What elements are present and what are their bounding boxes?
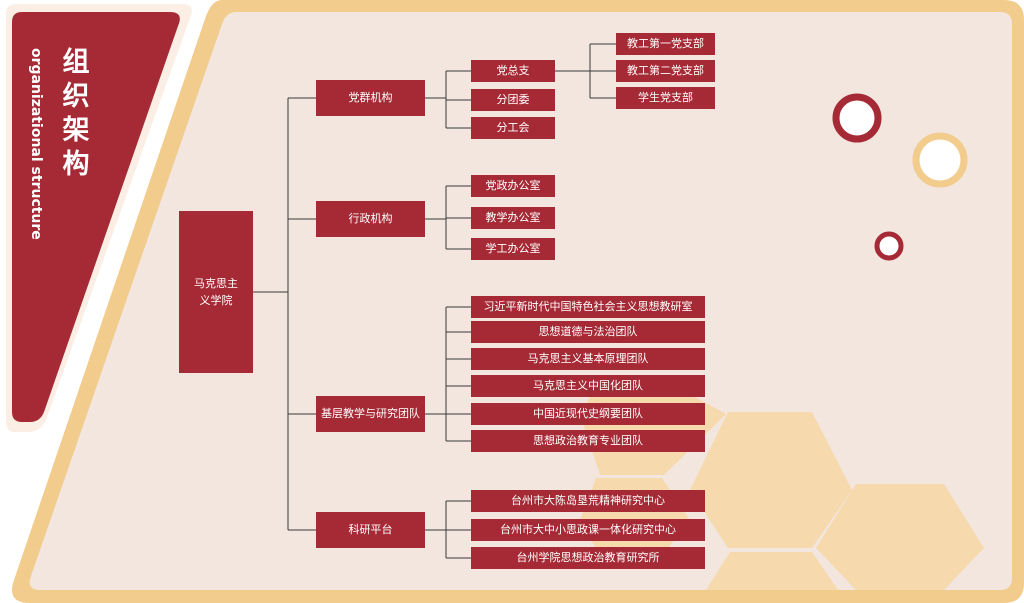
circle-decoration-red-small [874,231,904,261]
node-youth-league-branch: 分团委 [471,89,555,111]
node-platform-education-institute: 台州学院思想政治教育研究所 [471,547,705,569]
node-team-marxism-principles: 马克思主义基本原理团队 [471,348,705,370]
node-teaching-research-teams: 基层教学与研究团队 [316,396,425,432]
node-teaching-office: 教学办公室 [471,207,555,229]
node-platform-dachen-island: 台州市大陈岛垦荒精神研究中心 [471,490,705,512]
title-banner [12,12,180,422]
node-root: 马克思主义学院 [179,211,253,373]
node-team-sinicization: 马克思主义中国化团队 [471,375,705,397]
circle-decoration-red-large [832,93,882,143]
node-party-general-branch: 党总支 [471,60,555,82]
node-team-xi-thought: 习近平新时代中国特色社会主义思想教研室 [471,296,705,318]
node-team-ethics-law: 思想道德与法治团队 [471,321,705,343]
node-platform-integration-center: 台州市大中小思政课一体化研究中心 [471,519,705,541]
node-administrative-institutions: 行政机构 [316,201,425,237]
node-party-admin-office: 党政办公室 [471,175,555,197]
node-staff-party-branch-1: 教工第一党支部 [616,33,715,55]
node-party-institutions: 党群机构 [316,80,425,116]
node-research-platforms: 科研平台 [316,512,425,548]
circle-decoration-gold [912,132,968,188]
node-student-affairs-office: 学工办公室 [471,238,555,260]
node-team-modern-history: 中国近现代史纲要团队 [471,403,705,425]
node-team-political-education: 思想政治教育专业团队 [471,430,705,452]
page-subtitle: organizational structure [28,48,44,240]
page-title: 组织架构 [62,47,90,180]
node-staff-party-branch-2: 教工第二党支部 [616,60,715,82]
node-student-party-branch: 学生党支部 [616,87,715,109]
node-trade-union-branch: 分工会 [471,117,555,139]
